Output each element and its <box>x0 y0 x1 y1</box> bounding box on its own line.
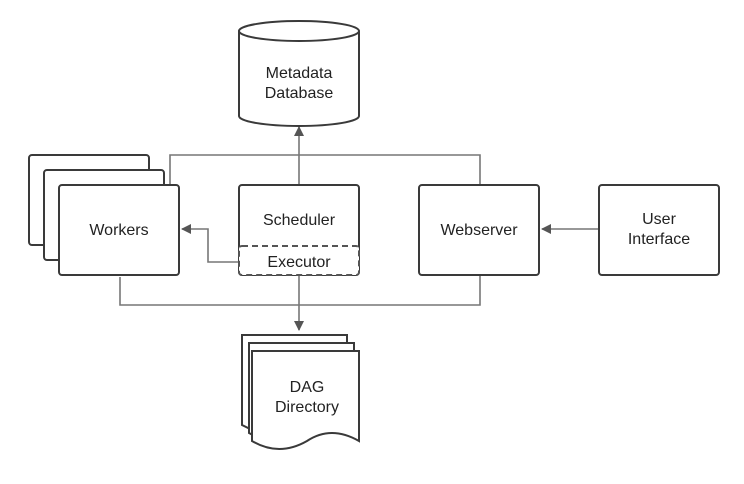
arrow-executor-to-workers <box>181 224 238 263</box>
webserver-box <box>418 184 540 276</box>
database-cylinder-top <box>238 20 360 42</box>
user-interface-label-line2: Interface <box>628 231 690 248</box>
workers-node <box>28 154 180 276</box>
database-cylinder-body <box>238 31 360 127</box>
dag-directory-label-line1: DAG <box>290 379 325 396</box>
scheduler-label: Scheduler <box>263 212 336 229</box>
connector-bottom-bus <box>119 275 481 306</box>
dag-document-front <box>251 350 360 450</box>
connector-top-bus <box>169 154 481 185</box>
workers-label: Workers <box>89 222 148 239</box>
metadata-database-node <box>238 20 360 127</box>
database-label-line2: Database <box>265 85 334 102</box>
executor-box <box>238 245 360 276</box>
user-interface-label-line1: User <box>642 211 676 228</box>
connectors <box>119 126 598 331</box>
executor-label: Executor <box>267 254 331 271</box>
user-interface-box <box>598 184 720 276</box>
workers-box-front <box>58 184 180 276</box>
database-label-line1: Metadata <box>266 65 333 82</box>
dag-directory-label-line2: Directory <box>275 399 339 416</box>
dag-directory-node <box>241 334 360 450</box>
webserver-label: Webserver <box>440 222 518 239</box>
